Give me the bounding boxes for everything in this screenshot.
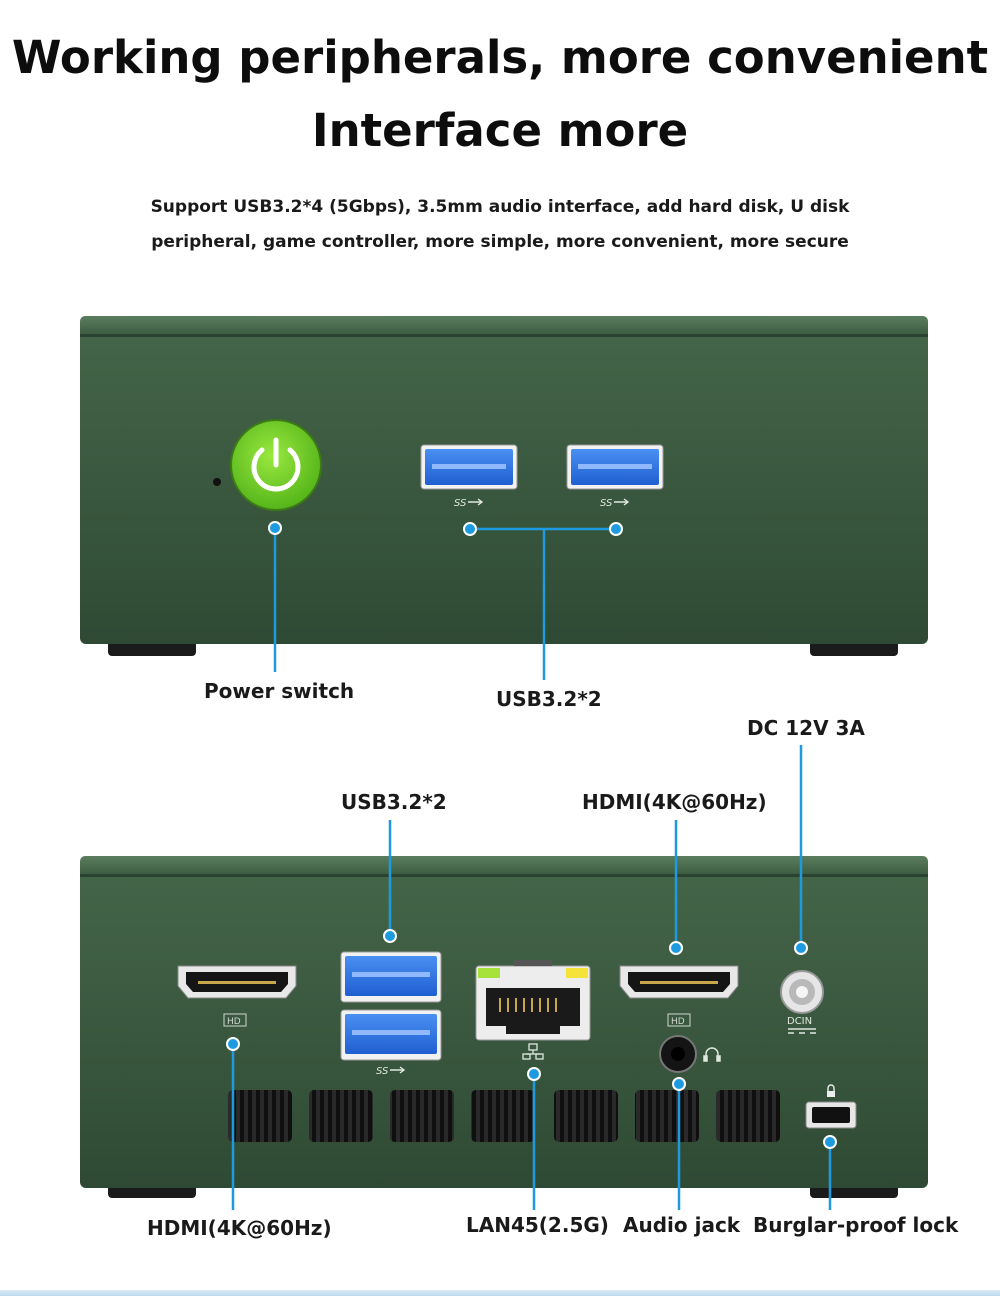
front-usb-label: USB3.2*2 — [496, 687, 602, 711]
callout-dot — [823, 1135, 837, 1149]
dc-power-label: DC 12V 3A — [747, 716, 865, 740]
svg-text:HD: HD — [227, 1017, 241, 1027]
callout-dot — [383, 929, 397, 943]
power-led-indicator — [213, 478, 221, 486]
burglar-proof-lock-label: Burglar-proof lock — [753, 1213, 959, 1237]
dcin-badge: DCIN — [787, 1016, 812, 1027]
bottom-edge-strip — [0, 1290, 1000, 1296]
usb-ss-logo-icon: SS — [376, 1066, 389, 1077]
headphone-icon — [703, 1047, 721, 1062]
front-callouts — [273, 527, 616, 680]
rear-callouts — [231, 745, 832, 1210]
page-title-line-2: Interface more — [311, 104, 689, 157]
power-switch-label: Power switch — [204, 679, 355, 703]
vent-slot — [635, 1090, 699, 1142]
callout-dot — [268, 521, 282, 535]
page-title-line-1: Working peripherals, more convenient — [11, 31, 989, 84]
power-icon — [251, 437, 301, 492]
rear-hdmi-left-label: HDMI(4K@60Hz) — [147, 1216, 332, 1240]
description-line-2: peripheral, game controller, more simple… — [151, 232, 849, 252]
vent-slot — [716, 1090, 780, 1142]
hdmi-port-left[interactable] — [177, 965, 297, 999]
vent-slot — [390, 1090, 454, 1142]
network-icon — [522, 1043, 544, 1060]
front-usb-port-2[interactable] — [566, 444, 664, 490]
front-panel-illustration: SS SS — [80, 316, 928, 680]
rear-usb-label: USB3.2*2 — [341, 790, 447, 814]
callout-dot — [226, 1037, 240, 1051]
callout-dot — [609, 522, 623, 536]
hdmi-badge — [667, 1013, 691, 1027]
front-top-cap — [80, 316, 928, 336]
audio-jack-label: Audio jack — [623, 1213, 741, 1237]
rear-top-cap — [80, 856, 928, 876]
hdmi-port-right[interactable] — [619, 965, 739, 999]
usb-ss-logo-icon: SS — [454, 498, 467, 509]
svg-text:HD: HD — [671, 1017, 685, 1027]
callout-dot — [794, 941, 808, 955]
front-usb-port-1[interactable] — [420, 444, 518, 490]
vent-slot — [228, 1090, 292, 1142]
lock-icon — [827, 1084, 835, 1097]
rear-panel-illustration: HD SS HD — [80, 745, 928, 1210]
dc-in-port[interactable] — [780, 970, 824, 1014]
lan-port[interactable] — [475, 960, 591, 1041]
rear-usb-port-1[interactable] — [340, 951, 442, 1003]
callout-dot — [463, 522, 477, 536]
hdmi-badge — [223, 1013, 247, 1027]
callout-dot — [672, 1077, 686, 1091]
audio-jack[interactable] — [659, 1035, 697, 1073]
rear-hdmi-right-label: HDMI(4K@60Hz) — [582, 790, 767, 814]
callout-dot — [669, 941, 683, 955]
lan-label: LAN45(2.5G) — [466, 1213, 609, 1237]
burglar-proof-lock-slot[interactable] — [805, 1101, 857, 1129]
usb-ss-logo-icon: SS — [600, 498, 613, 509]
description-line-1: Support USB3.2*4 (5Gbps), 3.5mm audio in… — [150, 197, 850, 217]
callout-dot — [527, 1067, 541, 1081]
vent-slot — [309, 1090, 373, 1142]
rear-usb-port-2[interactable] — [340, 1009, 442, 1061]
vent-slot — [554, 1090, 618, 1142]
vent-slot — [471, 1090, 535, 1142]
